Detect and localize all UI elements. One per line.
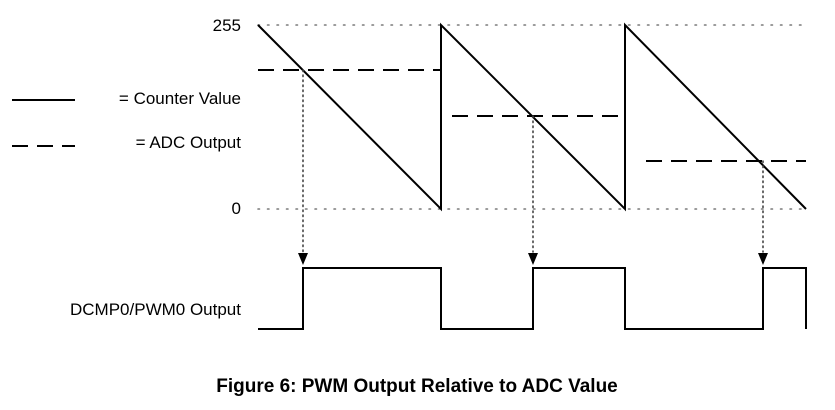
pwm-output-waveform: [258, 267, 807, 330]
max-value-label: 255: [213, 16, 241, 35]
arrow-down-icon: [758, 253, 768, 265]
legend-counter-label: = Counter Value: [119, 89, 241, 108]
figure-caption: Figure 6: PWM Output Relative to ADC Val…: [216, 376, 618, 397]
pwm-output-label: DCMP0/PWM0 Output: [70, 300, 241, 319]
min-value-label: 0: [232, 199, 241, 218]
legend-adc-label: = ADC Output: [136, 133, 242, 152]
arrow-down-icon: [298, 253, 308, 265]
arrow-down-icon: [528, 253, 538, 265]
